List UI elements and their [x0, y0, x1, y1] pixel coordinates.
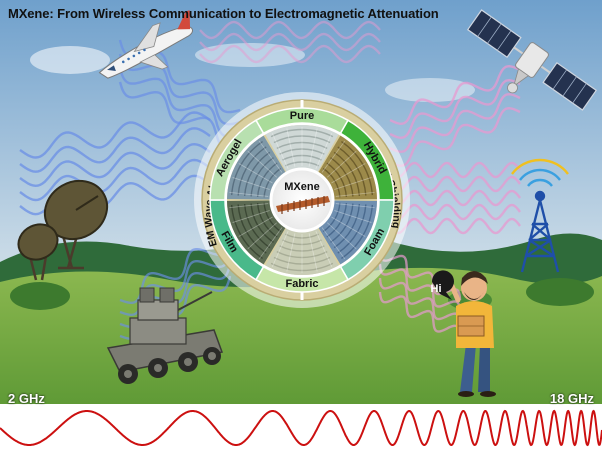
em-wave-path: [19, 142, 211, 188]
micrograph-film: [227, 200, 286, 265]
em-wave-path: [389, 92, 521, 154]
em-wave-path: [118, 67, 241, 138]
em-wave-path: [19, 158, 211, 202]
em-wave-path: [389, 64, 521, 126]
airplane-icon: [98, 10, 193, 79]
em-wave-path: [389, 106, 521, 168]
micrograph-aerogel: [227, 135, 286, 200]
person-icon: [449, 271, 496, 397]
inner-label-pure: Pure: [290, 110, 314, 122]
frequency-high-label: 18 GHz: [549, 391, 594, 406]
em-wave-path: [378, 277, 462, 325]
em-wave-path: [389, 203, 521, 221]
clouds: [30, 43, 475, 102]
frequency-signal-wave: [0, 409, 602, 447]
texture-segments: [227, 124, 377, 275]
em-wave-path: [199, 44, 381, 64]
em-wave-path: [378, 263, 462, 313]
military-vehicle-icon: [106, 287, 224, 384]
frequency-low-label: 2 GHz: [8, 391, 45, 406]
mxene-structure-icon: [276, 196, 330, 214]
inner-label-fabric: Fabric: [285, 278, 318, 290]
em-wave-path: [19, 127, 211, 173]
em-wave-path: [199, 32, 381, 52]
satellite-icon: [466, 9, 598, 111]
center-disc: [269, 167, 335, 233]
em-wave-path: [389, 161, 521, 179]
speech-bubble: Hi: [431, 270, 454, 300]
speech-bubble-text: Hi: [431, 283, 442, 295]
em-wave-path: [199, 20, 381, 40]
radio-tower-icon: [511, 158, 569, 273]
page-title: MXene: From Wireless Communication to El…: [8, 6, 439, 21]
em-wave-path: [378, 291, 462, 337]
micrograph-foam: [318, 200, 377, 265]
em-wave-path: [389, 78, 521, 140]
micrograph-hybrid: [318, 135, 377, 200]
satellite-dish-icon: [17, 179, 109, 281]
em-wave-path: [389, 175, 521, 193]
em-wave-path: [389, 217, 521, 235]
center-label: MXene: [284, 181, 319, 193]
em-wave-path: [389, 189, 521, 207]
em-wave-path: [118, 53, 241, 126]
em-wave-path: [19, 111, 211, 159]
wave-strip: [0, 404, 602, 455]
